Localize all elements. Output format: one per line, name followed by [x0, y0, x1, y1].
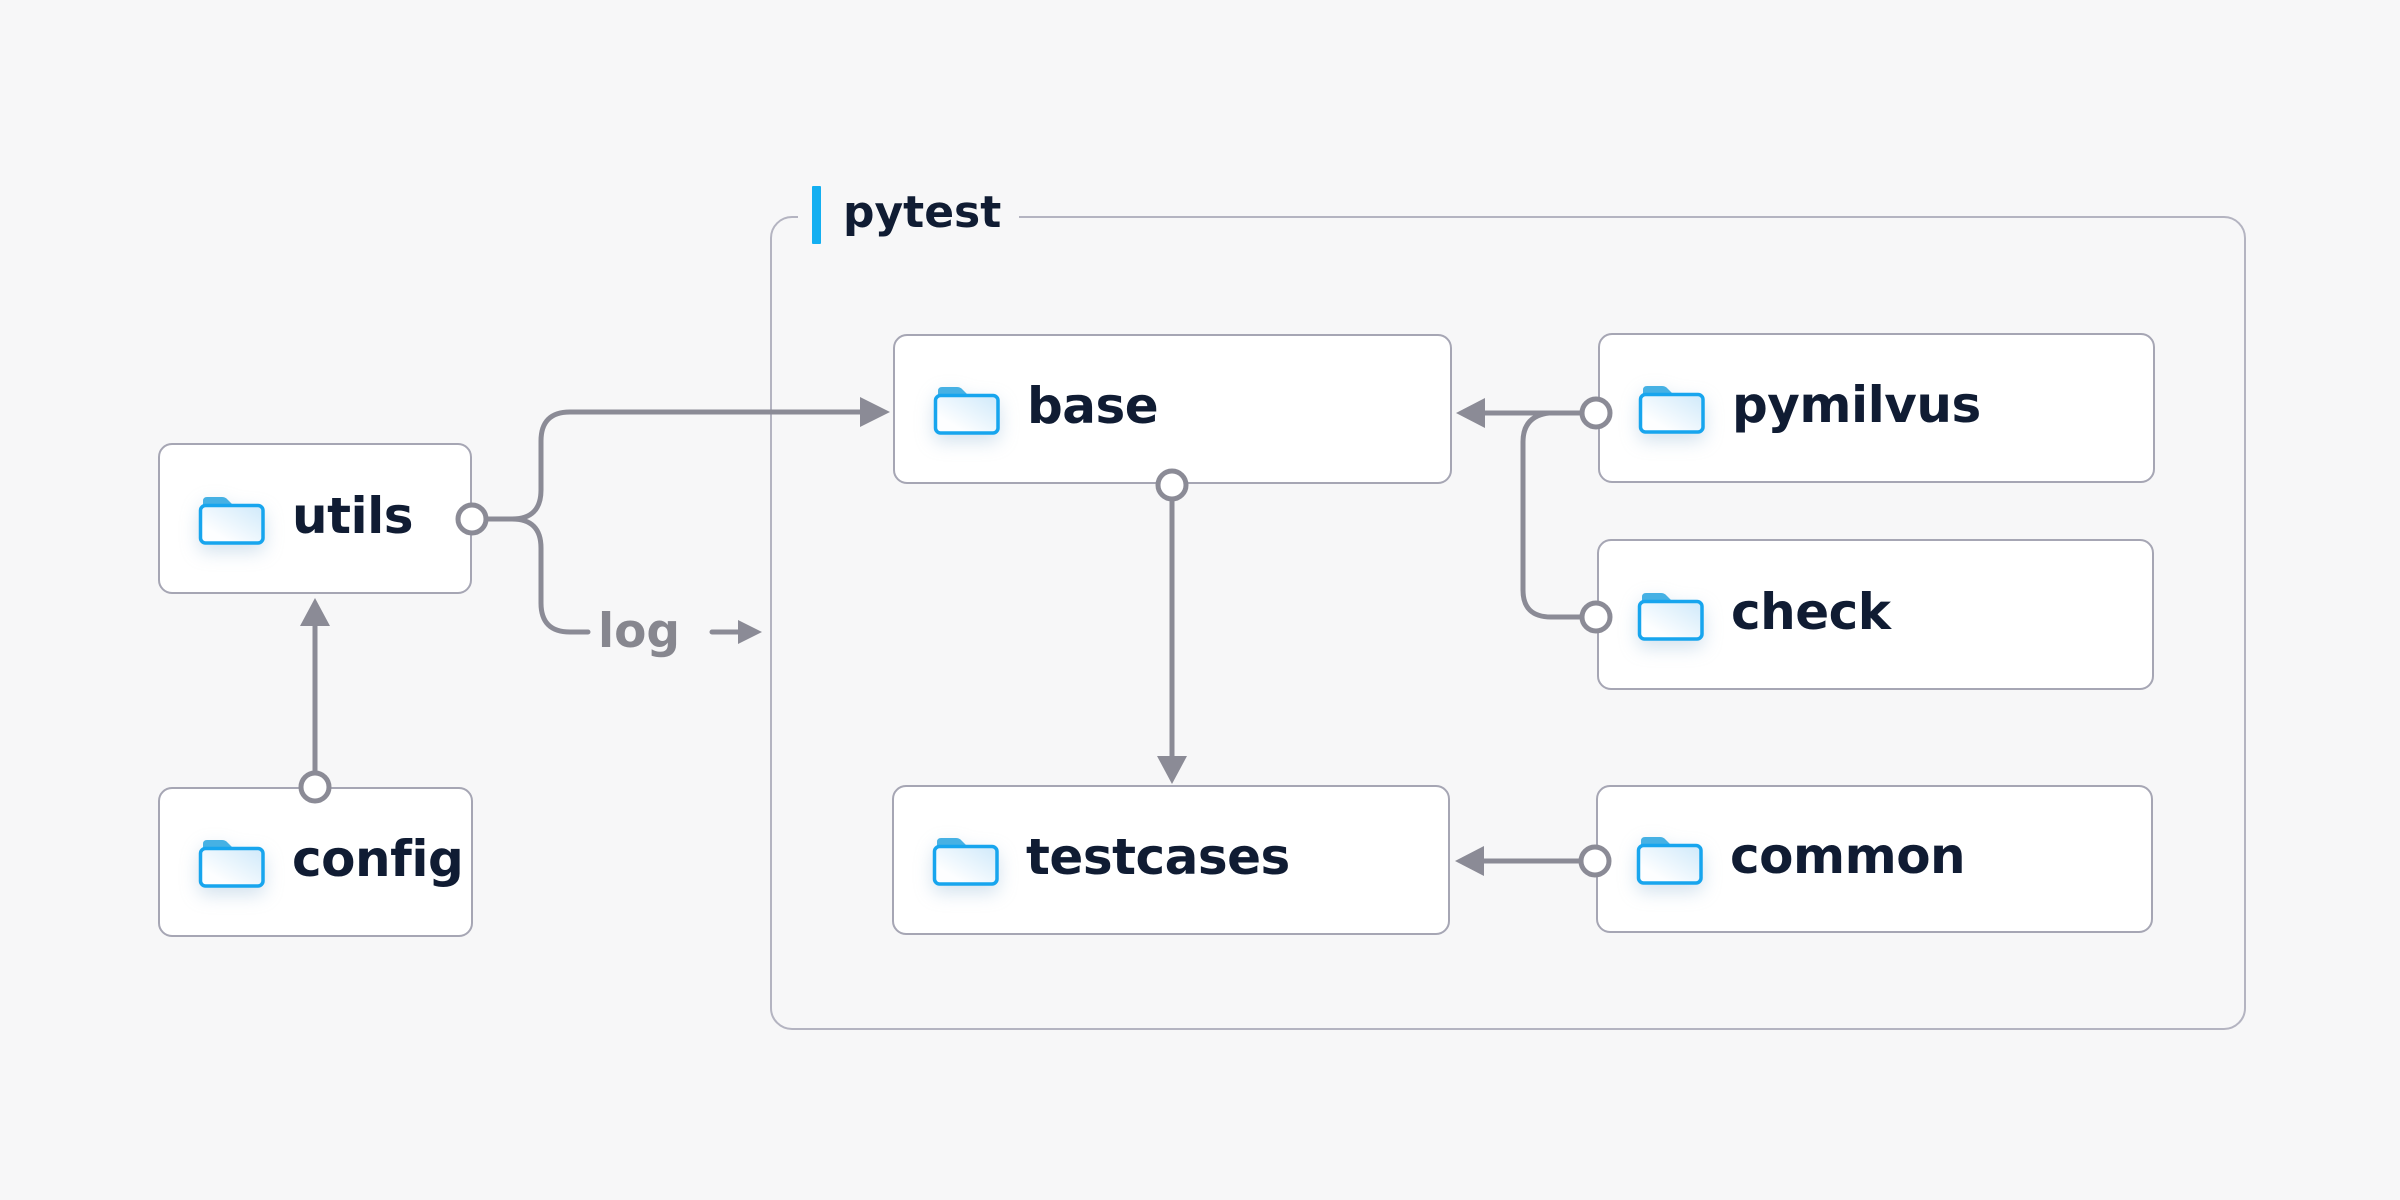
folder-icon — [933, 382, 1001, 436]
node-base: base — [893, 334, 1452, 484]
node-label: common — [1730, 827, 1966, 885]
node-label: config — [292, 830, 464, 888]
group-title: pytest — [843, 187, 1002, 238]
node-testcases: testcases — [892, 785, 1450, 935]
edge-label-log: log — [598, 604, 681, 659]
node-check: check — [1597, 539, 2154, 690]
edge-config-utils — [300, 598, 330, 775]
folder-icon — [198, 835, 266, 889]
pytest-group-box — [770, 216, 2246, 1030]
folder-icon — [1638, 381, 1706, 435]
node-label: pymilvus — [1732, 376, 1981, 434]
node-label: testcases — [1026, 828, 1290, 886]
node-common: common — [1596, 785, 2153, 933]
folder-icon — [932, 833, 1000, 887]
accent-bar — [812, 186, 821, 244]
folder-icon — [198, 492, 266, 546]
pytest-group-label: pytest — [798, 183, 1020, 247]
folder-icon — [1637, 588, 1705, 642]
node-label: base — [1027, 377, 1159, 435]
node-utils: utils — [158, 443, 472, 594]
node-label: utils — [292, 486, 414, 545]
node-label: check — [1731, 582, 1891, 641]
node-pymilvus: pymilvus — [1598, 333, 2155, 483]
folder-icon — [1636, 832, 1704, 886]
node-config: config — [158, 787, 473, 937]
